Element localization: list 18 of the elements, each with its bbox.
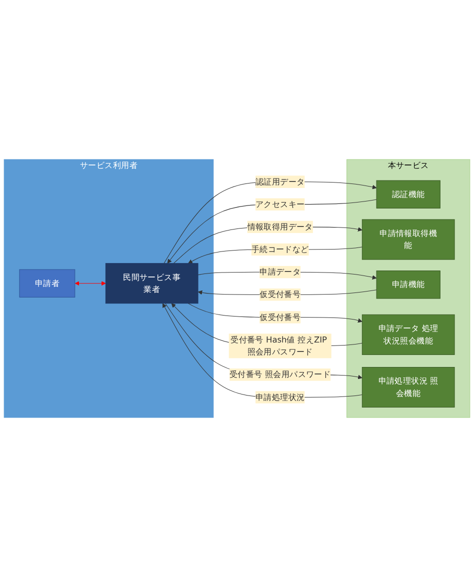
edge-label: 仮受付番号 <box>260 312 301 322</box>
edge-label: 受付番号 照会用パスワード <box>230 370 331 380</box>
node-box: 申請データ 処理状況照会機能 <box>362 314 455 355</box>
edge-label: 申請処理状況 <box>255 392 305 402</box>
edge-label: 受付番号 Hash値 控えZIP 照会用パスワード <box>230 334 327 357</box>
node-box: 申請情報取得機能 <box>362 219 455 260</box>
node-box: 認証機能 <box>376 180 440 208</box>
node-box: 申請者 <box>19 269 76 298</box>
arrow <box>74 281 106 286</box>
node-box: 申請処理状況 照会機能 <box>362 366 455 408</box>
edge-label: 認証用データ <box>255 176 305 186</box>
edge-label: 情報取得用データ <box>247 222 313 232</box>
edge-label: 仮受付番号 <box>260 290 301 300</box>
node-box: 民間サービス事業者 <box>105 263 198 304</box>
edge-label: 手続コードなど <box>251 244 309 254</box>
edge-label: 申請データ <box>260 266 301 277</box>
edge-label: アクセスキー <box>255 199 305 209</box>
node-box: 申請機能 <box>376 270 440 299</box>
